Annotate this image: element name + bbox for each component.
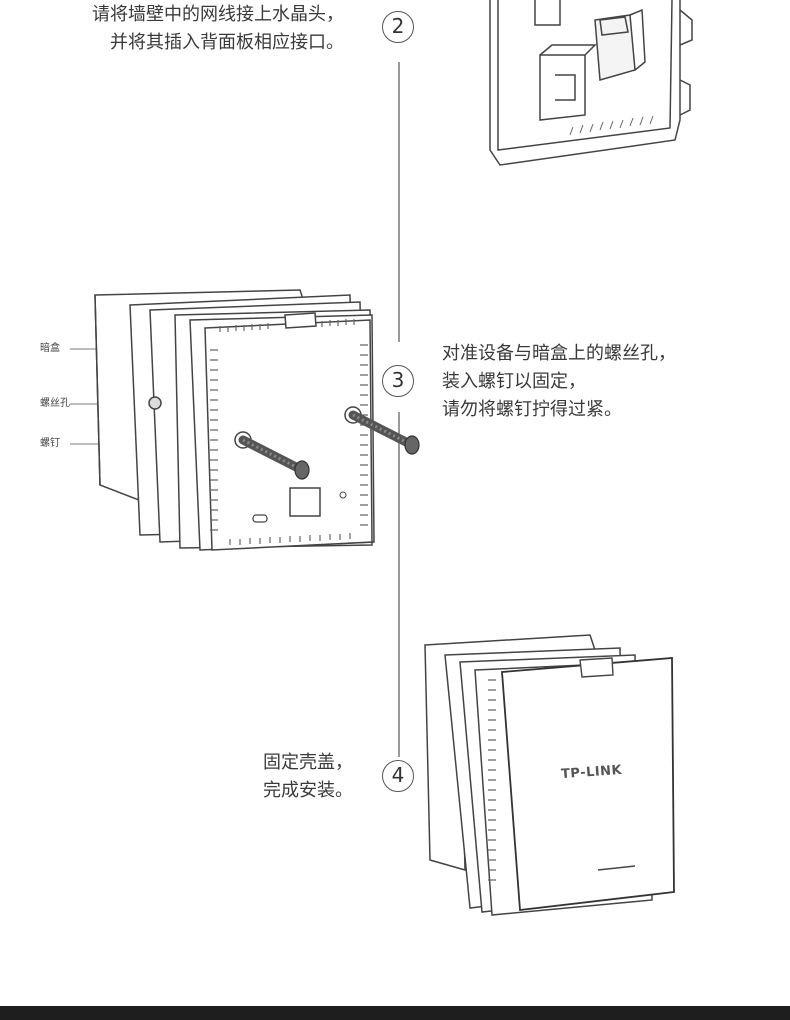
step3-line1: 对准设备与暗盒上的螺丝孔， (442, 343, 676, 364)
connector-line-2-3 (398, 62, 400, 342)
cover-plate (501, 657, 675, 912)
step3-number: 3 (382, 365, 414, 397)
step4-line1: 固定壳盖， (263, 752, 353, 773)
callout-screw-label: 螺钉 (40, 438, 60, 449)
step4-illustration (424, 634, 675, 916)
step3-line2: 装入螺钉以固定， (442, 371, 586, 392)
step4-number: 4 (382, 760, 414, 792)
bottom-bar (0, 1006, 790, 1020)
callout-hole-label: 螺丝孔 (40, 398, 70, 409)
step2-number: 2 (382, 11, 414, 43)
step3-line3: 请勿将螺钉拧得过紧。 (442, 399, 622, 420)
step3-illustration (70, 289, 420, 551)
step2-line2: 并将其插入背面板相应接口。 (110, 32, 344, 53)
connector-line-3-4 (398, 412, 400, 757)
step2-line1: 请将墙壁中的网线接上水晶头， (92, 4, 344, 25)
callout-box-label: 暗盒 (40, 343, 60, 354)
step2-illustration (489, 0, 693, 166)
step4-line2: 完成安装。 (263, 780, 353, 801)
